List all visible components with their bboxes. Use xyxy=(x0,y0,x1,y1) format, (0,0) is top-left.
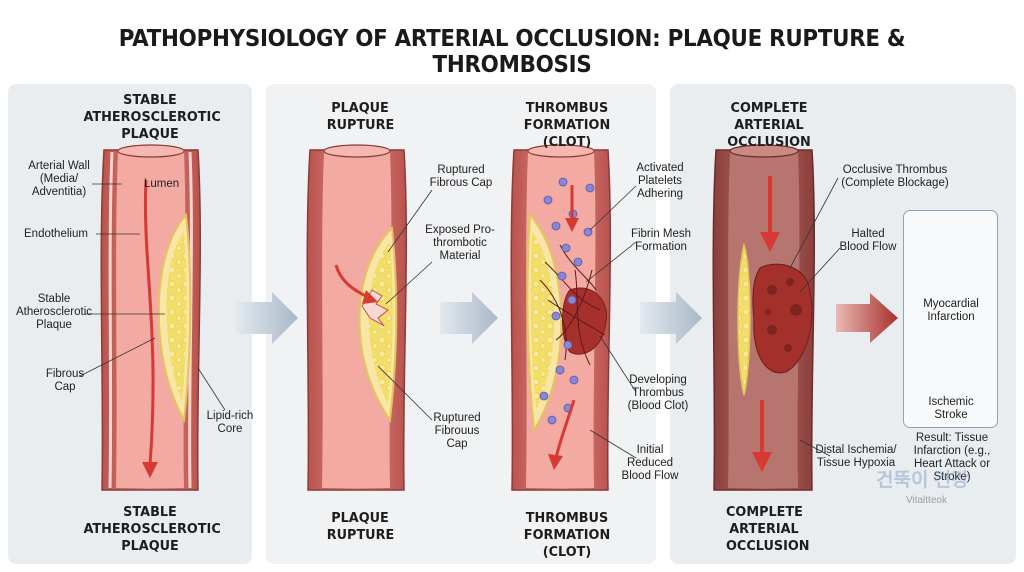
watermark-korean: 건뚝이 건강 xyxy=(876,470,969,491)
label-arterial-wall: Arterial Wall (Media/ Adventitia) xyxy=(28,160,90,198)
stage3-heading-top: THROMBUS FORMATION (CLOT) xyxy=(523,100,611,150)
label-ruptured-cap-top: Ruptured Fibrous Cap xyxy=(429,164,493,189)
label-endothelium: Endothelium xyxy=(24,228,88,240)
stage2-leaders xyxy=(377,189,433,421)
outcome-box xyxy=(903,210,998,428)
label-distal-ischemia: Distal Ischemia/ Tissue Hypoxia xyxy=(815,444,897,469)
stage2-heading-top: PLAQUE RUPTURE xyxy=(326,100,395,133)
stage4-heading-bottom: COMPLETE ARTERIAL OCCLUSION xyxy=(726,504,810,554)
stage2-artery xyxy=(306,144,408,491)
label-ischemic-stroke: Ischemic Stroke xyxy=(928,396,974,421)
outcome-arrow xyxy=(836,293,898,343)
connector-arrow-1 xyxy=(236,292,298,344)
stage1-artery xyxy=(100,144,202,491)
stage3-artery xyxy=(510,144,612,491)
label-reduced-flow: Initial Reduced Blood Flow xyxy=(621,444,679,482)
stage2-heading-bottom: PLAQUE RUPTURE xyxy=(326,510,395,543)
watermark-latin: Vitaltteok xyxy=(906,495,947,506)
label-fibrous-cap: Fibrous Cap xyxy=(45,368,85,393)
label-lumen: Lumen xyxy=(144,178,180,190)
page-title: PATHOPHYSIOLOGY OF ARTERIAL OCCLUSION: P… xyxy=(118,26,906,78)
label-fibrin: Fibrin Mesh Formation xyxy=(630,228,692,253)
label-stable-plaque: Stable Atherosclerotic Plaque xyxy=(15,293,93,331)
stage4-heading-top: COMPLETE ARTERIAL OCCLUSION xyxy=(727,100,811,150)
stage1-heading-bottom: STABLE ATHEROSCLEROTIC PLAQUE xyxy=(83,504,221,554)
connector-arrow-3 xyxy=(640,292,702,344)
stage1-heading-top: STABLE ATHEROSCLEROTIC PLAQUE xyxy=(83,92,221,142)
stage3-heading-bottom: THROMBUS FORMATION (CLOT) xyxy=(523,510,611,560)
stage3-leaders xyxy=(585,185,637,459)
stage4-leaders xyxy=(789,177,841,457)
connector-arrow-2 xyxy=(440,292,498,344)
label-developing-thrombus: Developing Thrombus (Blood Clot) xyxy=(627,374,689,412)
stage1-leaders xyxy=(79,183,226,411)
label-occlusive-thrombus: Occlusive Thrombus (Complete Blockage) xyxy=(841,164,949,189)
label-lipid-core: Lipid-rich Core xyxy=(206,410,254,435)
label-ruptured-cap-bottom: Ruptured Fibrouus Cap xyxy=(433,412,481,450)
label-myocardial-infarction: Myocardial Infarction xyxy=(923,298,979,323)
label-exposed-material: Exposed Pro-thrombotic Material xyxy=(425,224,495,262)
label-platelets: Activated Platelets Adhering xyxy=(636,162,684,200)
stage4-artery xyxy=(712,144,816,491)
label-halted-flow: Halted Blood Flow xyxy=(839,228,897,253)
label-result: Result: Tissue Infarction (e.g., Heart A… xyxy=(913,432,991,483)
